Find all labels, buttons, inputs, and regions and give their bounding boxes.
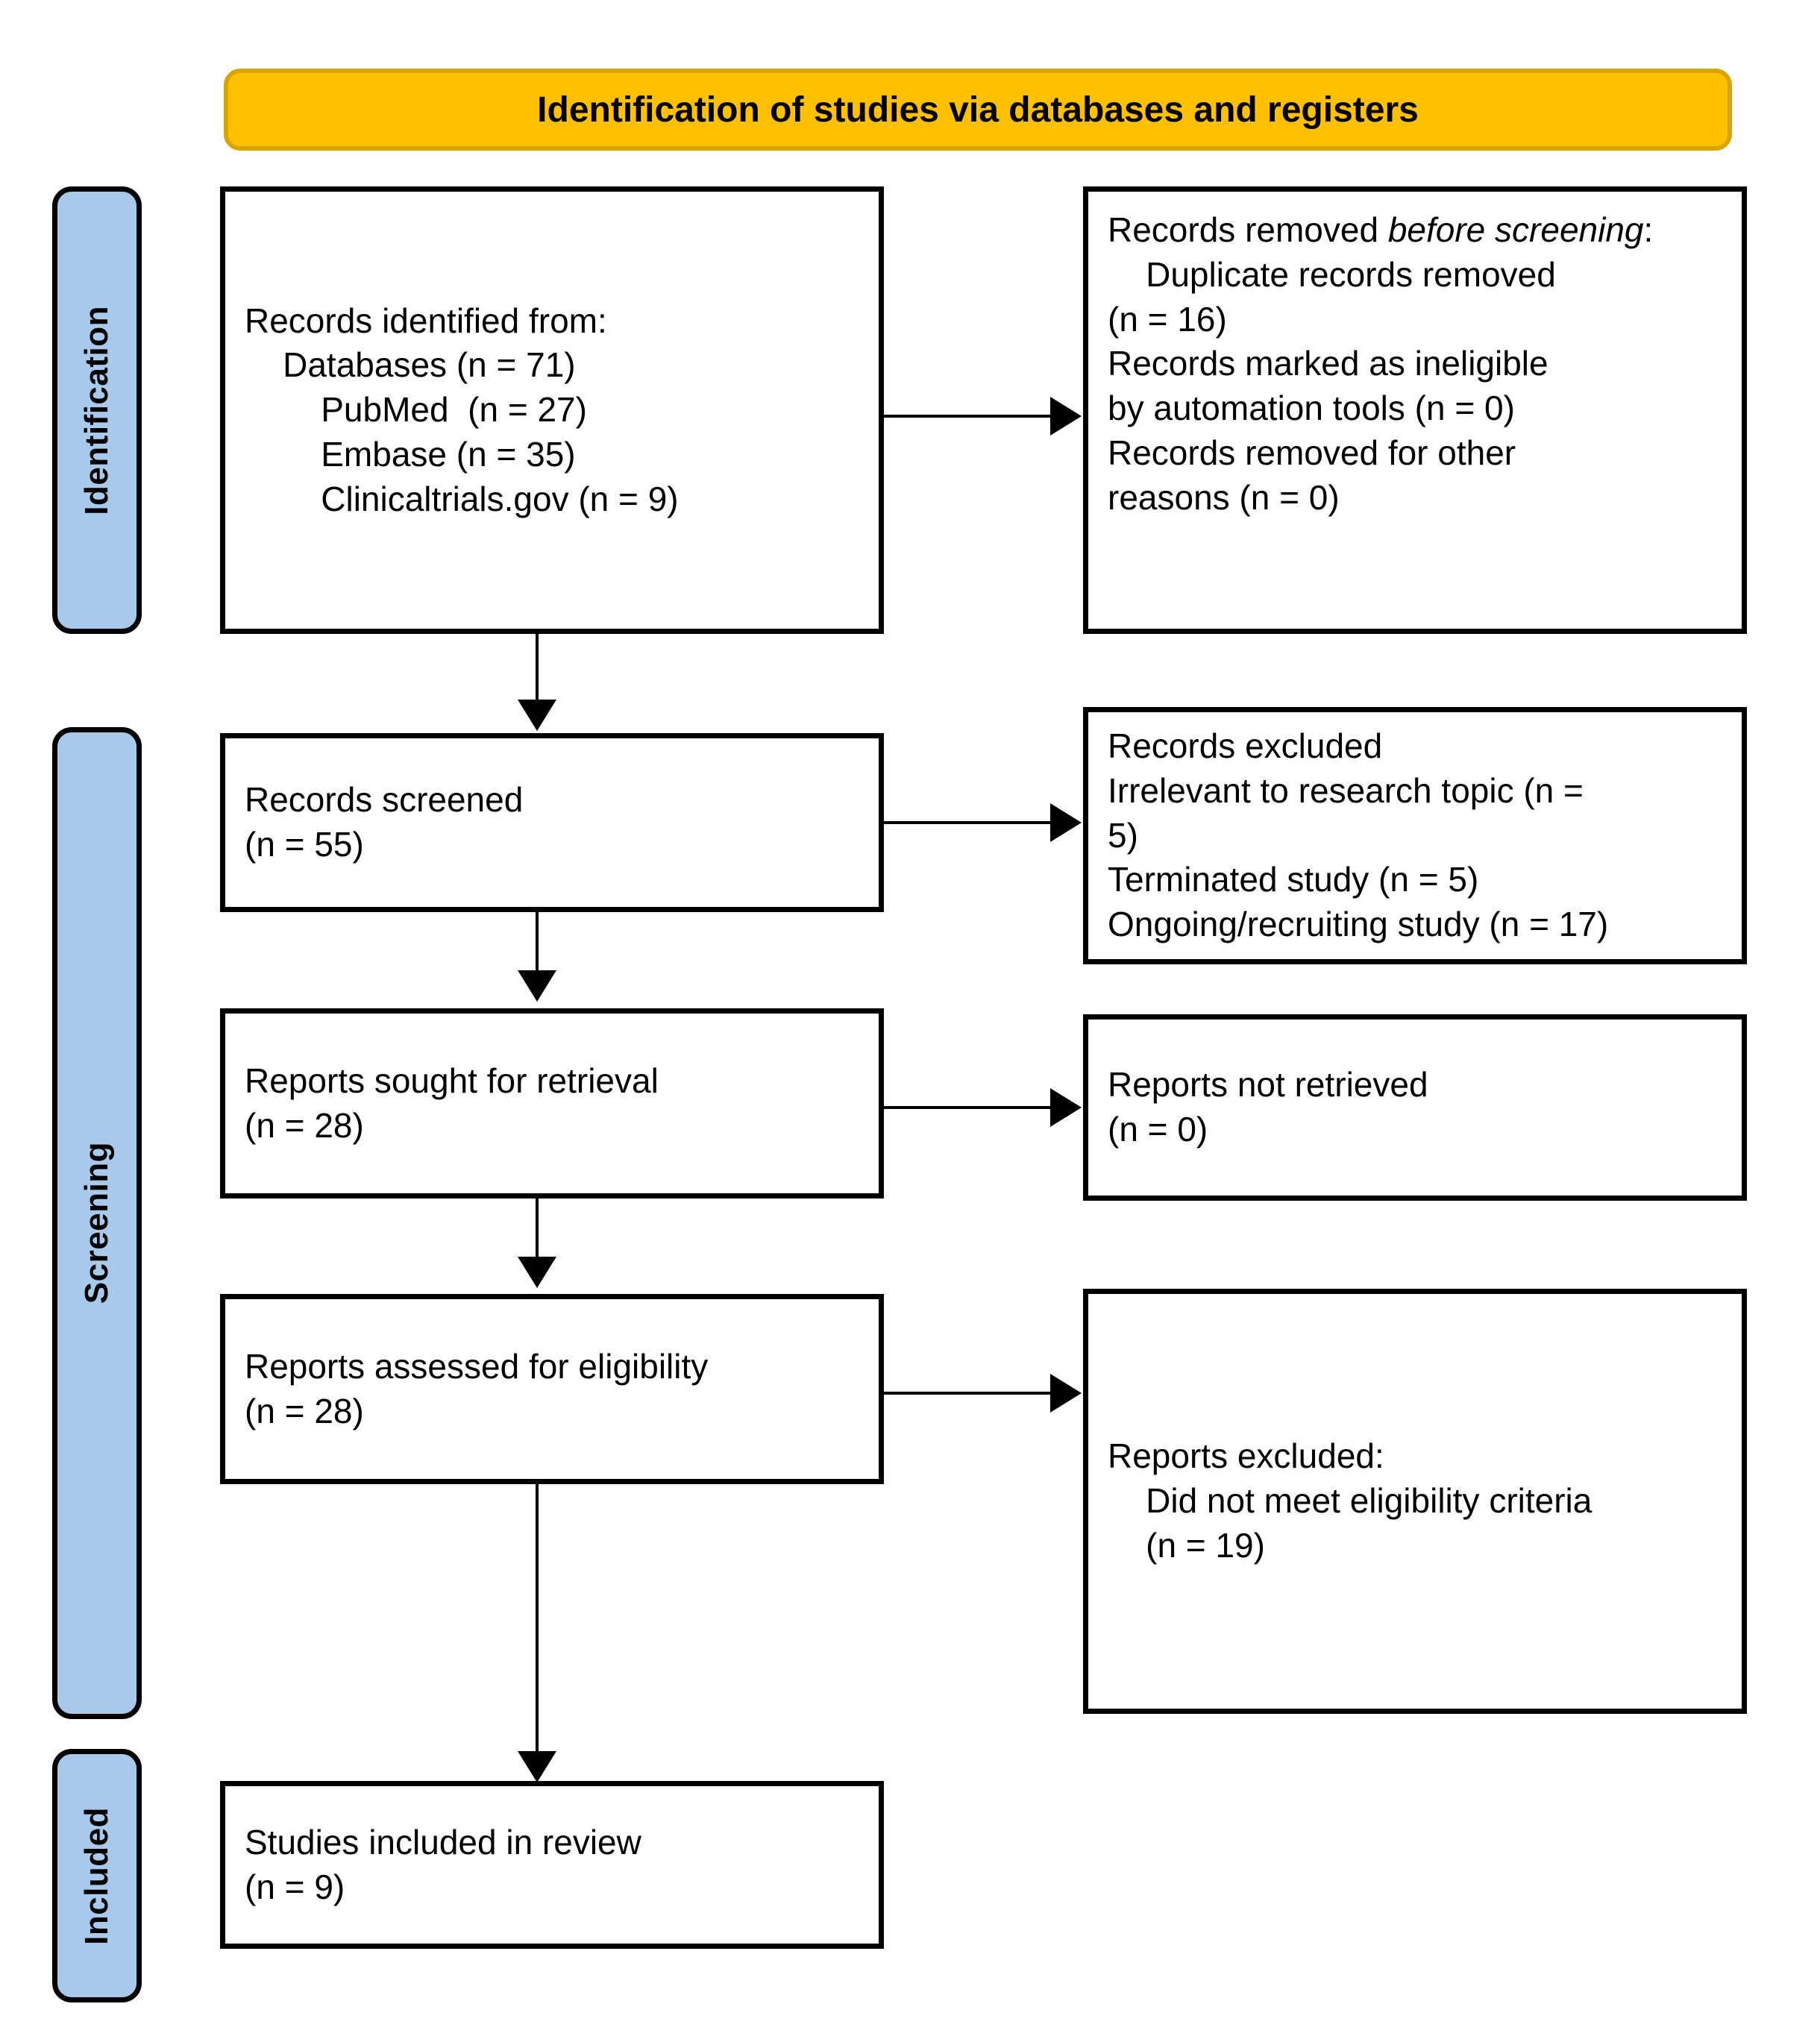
box-records-excluded: Records excluded Irrelevant to research …: [1083, 707, 1747, 964]
records-identified-text: Records identified from: Databases (n = …: [245, 301, 679, 518]
connector-identified-to-removed-arrowhead: [1050, 397, 1082, 436]
records-removed-text: Records removed before screening: Duplic…: [1088, 192, 1742, 521]
connector-identified-to-removed-line: [884, 415, 1052, 418]
reports-not-retrieved-text: Reports not retrieved (n = 0): [1108, 1065, 1428, 1149]
box-reports-not-retrieved: Reports not retrieved (n = 0): [1083, 1014, 1747, 1201]
connector-assessed-to-excluded-arrowhead: [1050, 1374, 1082, 1413]
stage-bar-identification: Identification: [52, 186, 142, 634]
connector-assessed-to-included-line: [536, 1484, 539, 1775]
reports-excluded-text: Reports excluded: Did not meet eligibili…: [1108, 1436, 1592, 1565]
box-reports-sought: Reports sought for retrieval (n = 28): [220, 1008, 884, 1199]
reports-sought-text: Reports sought for retrieval (n = 28): [245, 1061, 659, 1145]
studies-included-text: Studies included in review (n = 9): [245, 1822, 641, 1906]
connector-identified-to-screened-arrowhead: [518, 700, 556, 731]
reports-assessed-text: Reports assessed for eligibility (n = 28…: [245, 1346, 709, 1430]
box-records-screened: Records screened (n = 55): [220, 733, 884, 912]
records-removed-italic-screening: screening: [1495, 210, 1644, 249]
box-studies-included: Studies included in review (n = 9): [220, 1781, 884, 1949]
stage-bar-screening: Screening: [52, 727, 142, 1719]
diagram-title-banner: Identification of studies via databases …: [224, 69, 1732, 151]
records-removed-lead: Records removed: [1108, 210, 1388, 249]
connector-sought-to-assessed-line: [536, 1199, 539, 1273]
box-records-identified: Records identified from: Databases (n = …: [220, 186, 884, 634]
stage-bar-included: Included: [52, 1749, 142, 2002]
connector-screened-to-sought-arrowhead: [518, 970, 556, 1002]
page-title: Identification of studies via databases …: [537, 89, 1419, 130]
stage-label-identification: Identification: [78, 305, 115, 515]
connector-identified-to-screened-line: [536, 634, 539, 716]
connector-screened-to-excluded-arrowhead: [1050, 803, 1082, 842]
box-reports-excluded: Reports excluded: Did not meet eligibili…: [1083, 1289, 1747, 1714]
connector-sought-to-notretrieved-line: [884, 1106, 1052, 1109]
box-reports-assessed: Reports assessed for eligibility (n = 28…: [220, 1294, 884, 1484]
box-records-removed: Records removed before screening: Duplic…: [1083, 186, 1747, 634]
connector-sought-to-notretrieved-arrowhead: [1050, 1088, 1082, 1127]
connector-screened-to-sought-line: [536, 912, 539, 987]
stage-label-screening: Screening: [78, 1142, 115, 1304]
connector-screened-to-excluded-line: [884, 821, 1052, 824]
records-excluded-text: Records excluded Irrelevant to research …: [1108, 726, 1609, 944]
connector-sought-to-assessed-arrowhead: [518, 1257, 556, 1288]
connector-assessed-to-excluded-line: [884, 1392, 1052, 1395]
stage-label-included: Included: [78, 1806, 115, 1945]
records-removed-rest: Duplicate records removed (n = 16) Recor…: [1108, 254, 1556, 517]
connector-assessed-to-included-arrowhead: [518, 1751, 556, 1782]
records-screened-text: Records screened (n = 55): [245, 780, 524, 864]
records-removed-italic-before: before: [1387, 210, 1486, 249]
records-removed-colon: :: [1643, 210, 1654, 249]
